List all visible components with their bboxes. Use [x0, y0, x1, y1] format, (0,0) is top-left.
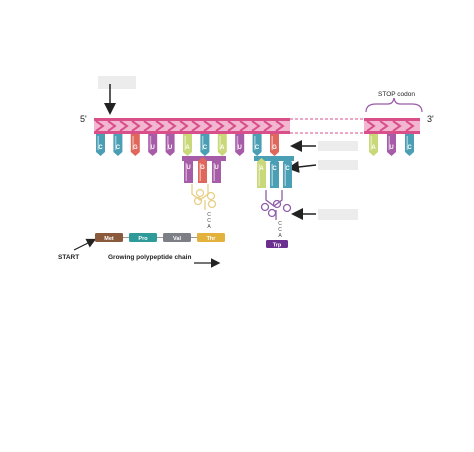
base-letter: U — [168, 145, 172, 151]
base-letter: C — [407, 145, 412, 151]
anticodon-base: C — [283, 158, 292, 188]
mrna-base: A — [183, 134, 192, 156]
stop-base: U — [387, 134, 396, 156]
trna-thr: U G U CCA — [182, 156, 226, 230]
five-prime-label: 5' — [80, 114, 87, 124]
acceptor-letter: C — [278, 227, 282, 233]
anticodon-base: A — [257, 158, 266, 188]
amino-acid: Val — [163, 233, 191, 242]
anticodon-base: U — [212, 157, 221, 183]
stop-codon-label: STOP codon — [378, 91, 415, 98]
mrna-base: C — [200, 134, 210, 156]
base-letter: G — [133, 145, 138, 151]
backbone-chevron — [119, 120, 129, 132]
mrna-base: G — [130, 134, 140, 156]
start-arrow — [73, 238, 97, 251]
label-box-right-2[interactable] — [318, 160, 358, 170]
three-prime-label: 3' — [427, 114, 434, 124]
base-letter: C — [272, 166, 277, 172]
mrna-base: U — [148, 134, 158, 156]
base-letter: A — [220, 145, 225, 151]
base-letter: G — [200, 165, 205, 171]
base-letter: A — [371, 145, 376, 151]
backbone-chevron — [203, 120, 213, 132]
backbone-chevron — [239, 120, 249, 132]
amino-acid-label: Pro — [138, 236, 148, 242]
mrna-base: C — [96, 134, 105, 156]
mrna-base: G — [270, 134, 279, 156]
backbone-chevron — [191, 120, 201, 132]
anticodon-base: G — [198, 157, 207, 183]
backbone-chevron — [392, 120, 402, 132]
backbone-chevron — [107, 120, 117, 132]
mrna-base: U — [165, 134, 175, 156]
backbone-chevron — [251, 120, 261, 132]
stop-base: A — [369, 134, 378, 156]
backbone-chevron — [379, 120, 389, 132]
trp-amino-acid — [266, 240, 288, 248]
acceptor-letter: A — [207, 224, 211, 230]
anticodon-base: U — [184, 157, 193, 183]
base-letter: C — [255, 145, 260, 151]
label-box-top[interactable] — [98, 76, 136, 89]
amino-acid: Pro — [129, 233, 157, 242]
base-letter: C — [203, 145, 208, 151]
stop-codon-bracket — [365, 97, 423, 113]
backbone-chevron — [227, 120, 237, 132]
backbone-chevron — [215, 120, 225, 132]
amino-acid-label: Thr — [207, 236, 217, 242]
acceptor-letter: C — [278, 221, 282, 227]
amino-acid: Met — [95, 233, 123, 242]
amino-acid: Thr — [197, 233, 225, 242]
amino-acid-label: Met — [104, 236, 114, 242]
acceptor-letter: A — [278, 233, 282, 239]
base-letter: U — [214, 165, 218, 171]
backbone-chevron — [275, 120, 285, 132]
label-box-right-3[interactable] — [318, 209, 358, 220]
anticodon-base: C — [270, 158, 279, 188]
mrna-base: U — [235, 134, 245, 156]
trp-label: Trp — [273, 243, 282, 249]
backbone-chevron — [155, 120, 165, 132]
backbone-chevron — [366, 120, 376, 132]
backbone-chevron — [143, 120, 153, 132]
stop-base: C — [405, 134, 414, 156]
base-letter: U — [238, 145, 242, 151]
base-letter: C — [285, 166, 290, 172]
backbone-chevron — [179, 120, 189, 132]
backbone-chevron — [405, 120, 415, 132]
backbone-chevron — [167, 120, 177, 132]
base-letter: C — [116, 145, 121, 151]
backbone-chevron — [95, 120, 105, 132]
label-box-right-1[interactable] — [318, 141, 358, 151]
backbone-chevron — [131, 120, 141, 132]
anticodon-arrow — [287, 161, 317, 173]
mrna-base: A — [217, 134, 227, 156]
base-letter: A — [259, 166, 264, 172]
mrna-base: C — [113, 134, 123, 156]
start-label: START — [58, 254, 79, 261]
growing-chain-label: Growing polypeptide chain — [108, 254, 191, 261]
base-letter: U — [151, 145, 155, 151]
base-letter: G — [272, 145, 277, 151]
acceptor-letter: C — [207, 218, 211, 224]
base-letter: C — [98, 145, 103, 151]
backbone-chevron — [263, 120, 273, 132]
amino-acid-label: Val — [173, 236, 181, 242]
base-letter: U — [389, 145, 393, 151]
mrna-strand — [94, 118, 420, 134]
mrna-base: C — [252, 134, 262, 156]
base-letter: A — [185, 145, 190, 151]
acceptor-letter: C — [207, 212, 211, 218]
base-letter: U — [186, 165, 190, 171]
polypeptide-chain: Met Pro Val Thr — [95, 233, 225, 242]
